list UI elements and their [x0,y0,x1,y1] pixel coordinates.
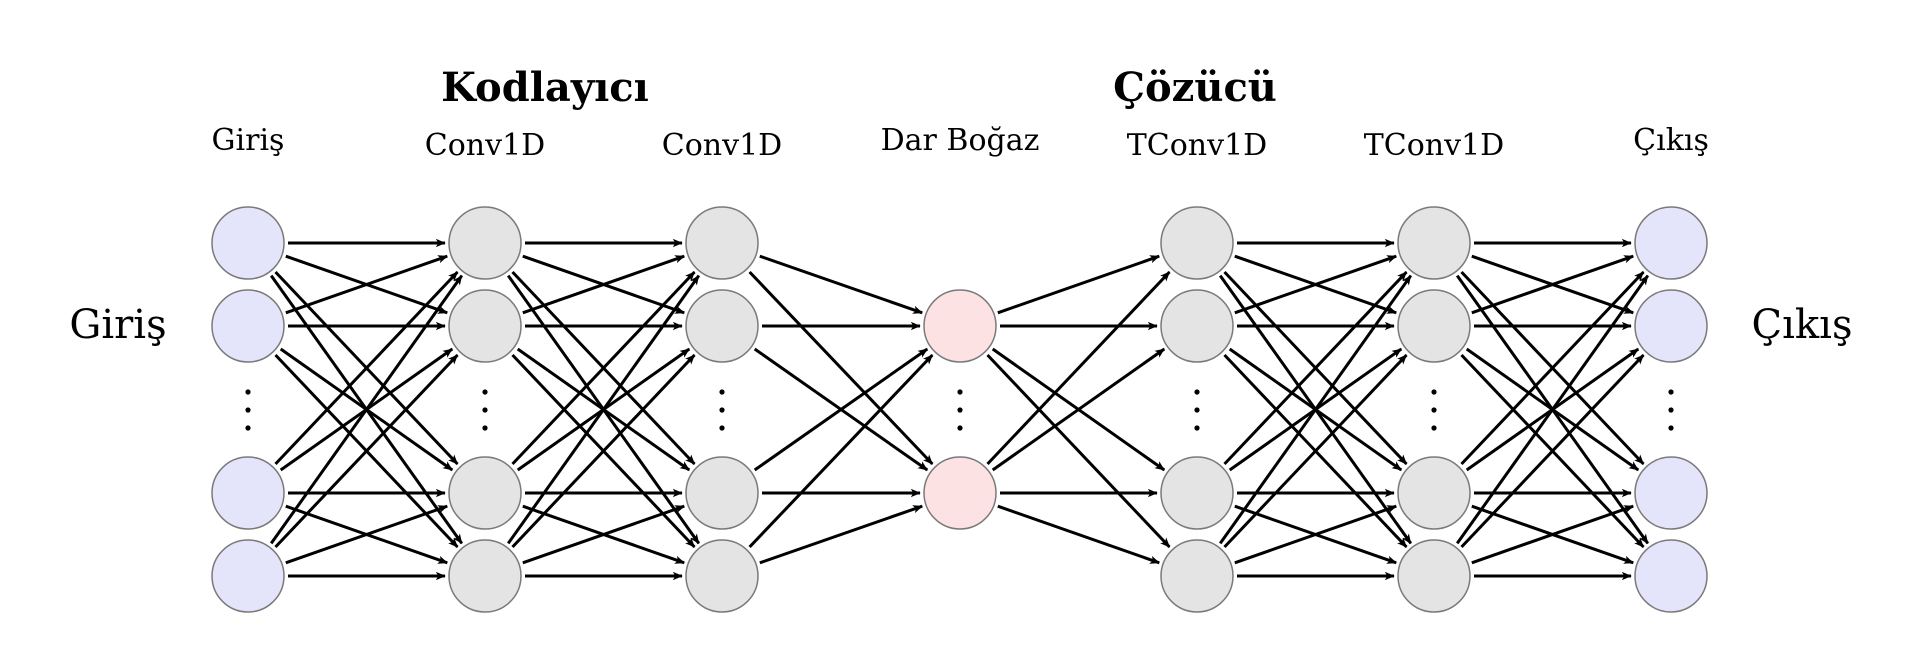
connection-arrow-tconv2-2-to-output-0 [1460,270,1645,466]
ellipsis-dot-bottleneck-1 [957,407,963,413]
connection-arrow-conv1-3-to-conv2-2 [522,504,685,565]
ellipsis-dot-output-1 [1668,407,1674,413]
encoder-title: Kodlayıcı [441,64,649,111]
connection-arrow-bottleneck-1-to-tconv1-1 [991,347,1166,472]
connection-arrow-tconv1-3-to-tconv2-2 [1234,504,1397,565]
neuron-tconv1-0 [1160,206,1234,280]
neuron-conv2-1 [685,289,759,363]
neuron-conv1-3 [448,539,522,613]
neuron-bottleneck-0 [923,289,997,363]
connection-arrow-conv2-0-to-bottleneck-0 [759,254,923,315]
neuron-tconv2-1 [1397,289,1471,363]
connection-arrow-bottleneck-0-to-tconv1-3 [986,353,1171,549]
connection-arrow-conv2-3-to-bottleneck-0 [748,353,934,549]
connection-arrow-conv1-3-to-conv2-1 [511,353,696,549]
neuron-output-2 [1634,456,1708,530]
neurons [211,206,1708,613]
neuron-conv2-0 [685,206,759,280]
connection-arrow-input-3-to-conv1-1 [274,353,459,549]
connection-arrow-conv1-1-to-conv2-0 [522,254,685,315]
connection-arrow-tconv2-3-to-output-0 [1455,274,1650,545]
ellipsis-dot-tconv2-0 [1431,389,1437,395]
layer-label-output: Çıkış [1633,123,1709,158]
neuron-bottleneck-1 [923,456,997,530]
ellipsis-dot-conv2-0 [719,389,725,395]
neuron-output-0 [1634,206,1708,280]
ellipsis-dot-conv2-2 [719,425,725,431]
neuron-input-0 [211,206,285,280]
neuron-tconv2-3 [1397,539,1471,613]
layer-label-bottleneck: Dar Boğaz [881,123,1040,158]
ellipsis-dot-input-2 [245,425,251,431]
output-side-label: Çıkış [1752,302,1853,348]
connection-arrow-tconv2-1-to-output-0 [1471,254,1634,315]
connection-arrow-tconv2-3-to-output-2 [1471,504,1634,565]
decoder-title: Çözücü [1113,64,1277,111]
neuron-tconv1-3 [1160,539,1234,613]
neuron-tconv2-2 [1397,456,1471,530]
connection-arrow-tconv1-2-to-tconv2-0 [1223,270,1408,466]
ellipsis-dot-input-1 [245,407,251,413]
neuron-output-1 [1634,289,1708,363]
neuron-conv1-1 [448,289,522,363]
connection-arrow-conv2-0-to-bottleneck-1 [748,270,934,466]
ellipsis-dot-tconv2-2 [1431,425,1437,431]
ellipsis-dot-conv1-1 [482,407,488,413]
layer-label-conv2: Conv1D [662,128,782,163]
ellipsis-dot-bottleneck-2 [957,425,963,431]
neuron-output-3 [1634,539,1708,613]
connection-arrow-bottleneck-0-to-tconv1-0 [997,254,1160,315]
connection-arrow-input-3-to-conv1-2 [285,504,448,565]
layer-label-conv1: Conv1D [425,128,545,163]
neuron-conv2-2 [685,456,759,530]
connection-arrow-conv1-3-to-conv2-0 [506,274,701,545]
connection-arrow-input-3-to-conv1-0 [269,274,464,545]
neuron-input-2 [211,456,285,530]
neuron-tconv2-0 [1397,206,1471,280]
ellipsis-dot-conv1-0 [482,389,488,395]
connections [269,238,1650,581]
connection-arrow-tconv1-3-to-tconv2-0 [1218,274,1413,545]
connection-arrow-conv2-2-to-bottleneck-0 [753,347,929,472]
connection-arrow-conv1-2-to-conv2-0 [511,270,696,466]
input-side-label: Giriş [69,302,166,348]
ellipsis-dot-output-0 [1668,389,1674,395]
connection-arrow-tconv1-1-to-tconv2-0 [1234,254,1397,315]
connection-arrow-input-2-to-conv1-0 [274,270,459,466]
ellipsis-dot-tconv1-1 [1194,407,1200,413]
connection-arrow-bottleneck-1-to-tconv1-3 [997,504,1160,565]
neuron-conv1-0 [448,206,522,280]
ellipsis-dot-bottleneck-0 [957,389,963,395]
neuron-input-1 [211,289,285,363]
neuron-conv1-2 [448,456,522,530]
neuron-tconv1-2 [1160,456,1234,530]
connection-arrow-bottleneck-1-to-tconv1-0 [986,270,1171,466]
layer-label-input: Giriş [212,123,285,158]
neuron-tconv1-1 [1160,289,1234,363]
ellipsis-dot-tconv1-2 [1194,425,1200,431]
neuron-input-3 [211,539,285,613]
ellipsis-dot-conv1-2 [482,425,488,431]
ellipsis-dot-tconv2-1 [1431,407,1437,413]
ellipsis-dot-output-2 [1668,425,1674,431]
layer-label-tconv2: TConv1D [1364,128,1504,163]
layer-label-tconv1: TConv1D [1127,128,1267,163]
connection-arrow-conv2-3-to-bottleneck-1 [759,504,923,565]
ellipsis-dot-input-0 [245,389,251,395]
ellipsis-dots [245,389,1674,431]
neuron-conv2-3 [685,539,759,613]
ellipsis-dot-tconv1-0 [1194,389,1200,395]
connection-arrow-tconv2-3-to-output-1 [1460,353,1645,549]
connection-arrow-input-1-to-conv1-0 [285,254,448,315]
connection-arrow-tconv1-3-to-tconv2-1 [1223,353,1408,549]
ellipsis-dot-conv2-1 [719,407,725,413]
